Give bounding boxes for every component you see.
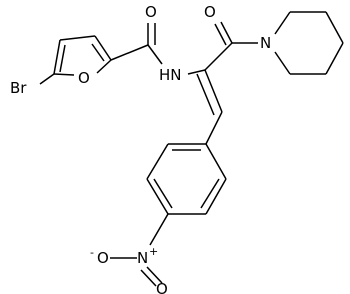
bond-calpha-cvinyl — [204, 69, 223, 113]
atom-o-nitro-left: O — [97, 249, 109, 267]
bond-c2-camide — [110, 44, 149, 61]
bond-c3-c2-inner — [91, 43, 105, 62]
atom-br: Br — [10, 79, 27, 97]
bond-c5-c4 — [53, 39, 61, 75]
bond-ph-6 — [205, 143, 227, 180]
bond-nh-calpha — [187, 69, 206, 75]
bond-o1-c5 — [53, 73, 75, 76]
bond-cket-o — [220, 21, 233, 44]
bond-nnitro-oright-2 — [140, 269, 157, 287]
bond-calpha-cket — [204, 42, 233, 71]
bond-c4-c3 — [59, 35, 96, 41]
charge-o-nitro-left: - — [90, 246, 94, 259]
bond-pip-6 — [274, 51, 291, 75]
bond-ph-2 — [146, 143, 169, 180]
atom-labels: Br O O HN O N N + O - O — [10, 3, 271, 294]
atom-o-furan: O — [78, 69, 90, 87]
bond-c2-o1 — [96, 59, 112, 74]
atom-nh: HN — [159, 66, 182, 84]
bond-c5-c4-inner — [59, 44, 66, 73]
bond-ph-3 — [146, 178, 169, 215]
atom-o-nitro-right: O — [156, 280, 168, 294]
bond-ph-5 — [205, 178, 227, 215]
atom-o-amide: O — [145, 3, 157, 21]
atom-n-piperidine: N — [260, 34, 271, 52]
atom-n-nitro: N — [137, 249, 148, 267]
charge-n-nitro: + — [149, 245, 158, 258]
bond-calpha-cvinyl-2 — [196, 73, 215, 116]
bond-pip-1 — [274, 11, 291, 35]
bonds — [39, 11, 344, 287]
atom-o-ketone: O — [204, 3, 216, 21]
bond-nnitro-oright — [146, 266, 163, 284]
bond-camide-nh — [147, 44, 163, 65]
bond-c3-c2 — [94, 35, 112, 61]
bond-cket-o-2 — [214, 23, 227, 46]
bond-ph-3-inner — [153, 178, 173, 209]
bond-cvinyl-ph — [205, 111, 223, 145]
bond-pip-3 — [325, 11, 344, 44]
bond-pip-4 — [325, 42, 344, 75]
bond-ph-nnitro — [149, 213, 169, 246]
bond-br-c5 — [39, 73, 55, 85]
bond-ph-5-inner — [200, 178, 220, 209]
